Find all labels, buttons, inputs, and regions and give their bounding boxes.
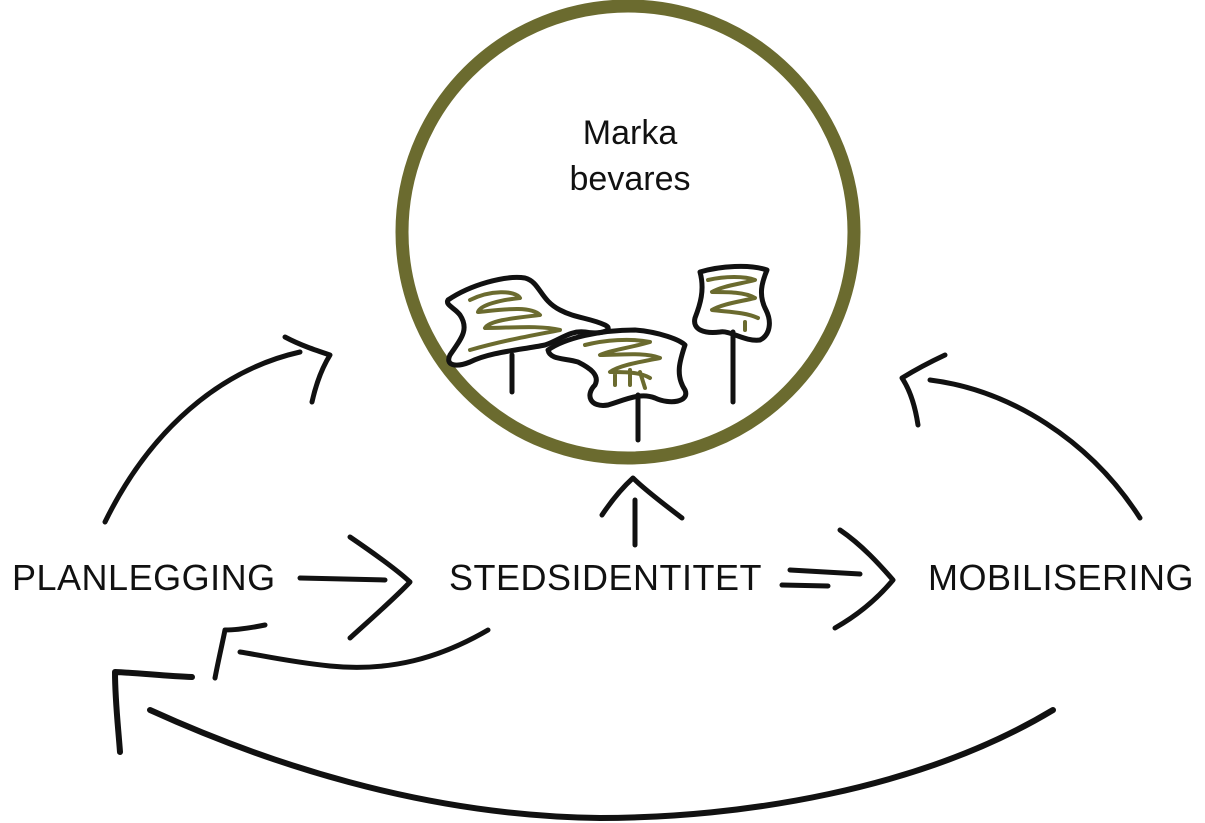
arrow-planlegging-to-stedsidentitet: [297, 534, 413, 641]
arrow-mobilisering-to-circle: [899, 352, 1143, 521]
tree-icon: [692, 263, 772, 405]
arrow-planlegging-to-circle: [102, 334, 333, 525]
arrow-stedsidentitet-to-mobilisering: [779, 527, 896, 631]
tree-icon: [445, 274, 611, 395]
arrow-mobilisering-to-planlegging: [112, 669, 1056, 821]
circle-title-line2: bevares: [569, 160, 691, 198]
arrow-stedsidentitet-to-planlegging: [212, 622, 491, 681]
tree-icon: [545, 327, 689, 443]
node-planlegging: PLANLEGGING: [12, 557, 276, 598]
marka-circle: [395, 0, 861, 465]
node-mobilisering: MOBILISERING: [928, 557, 1195, 598]
circle-title-line1: Marka: [582, 114, 678, 152]
arrow-stedsidentitet-to-circle: [599, 475, 685, 548]
circle-title: Marka bevares: [510, 110, 750, 202]
node-stedsidentitet: STEDSIDENTITET: [449, 557, 763, 598]
